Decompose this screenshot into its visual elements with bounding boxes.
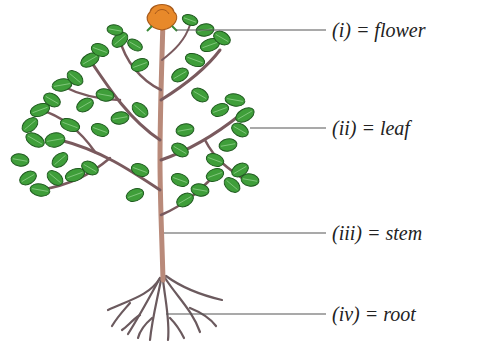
leaf-shape: [189, 85, 211, 104]
leaf-vein: [129, 42, 140, 48]
leaf-vein: [84, 164, 96, 171]
leaf-shape: [174, 190, 196, 209]
leaf-vein: [54, 84, 70, 87]
leaf-shape: [89, 41, 110, 58]
leaf-vein: [238, 111, 252, 119]
roots: [108, 276, 222, 340]
leaf-shape: [29, 182, 51, 197]
leaf-vein: [113, 117, 127, 120]
leaf-vein: [114, 35, 125, 44]
leaf-shape: [169, 65, 191, 84]
leaf-shape: [106, 24, 123, 37]
leaf-shape: [181, 13, 199, 28]
leaf-shape: [169, 140, 191, 159]
leaf-shape: [204, 166, 225, 183]
leaf-shape: [49, 150, 71, 171]
leaf-vein: [93, 128, 107, 133]
leaf-shape: [211, 28, 233, 47]
leaf-vein: [109, 29, 122, 31]
part-label: (iii) = stem: [332, 221, 422, 245]
leaf-vein: [208, 158, 222, 163]
leaf-shape: [129, 100, 151, 121]
leaf-vein: [174, 71, 186, 78]
leaf-vein: [178, 129, 192, 132]
leaf-shape: [59, 116, 82, 134]
leaf-shape: [233, 105, 256, 125]
leaf-shape: [95, 88, 115, 103]
leaf-vein: [47, 139, 63, 142]
leaf-shape: [44, 168, 66, 189]
leaf-vein: [83, 56, 97, 64]
leaf-vein: [32, 107, 47, 112]
leaf-shape: [17, 168, 39, 187]
leaf-vein: [173, 178, 187, 183]
leaf-vein: [193, 189, 207, 192]
leaf-vein: [22, 174, 34, 181]
leaf-vein: [133, 168, 147, 173]
part-label: (iv) = root: [332, 302, 416, 326]
leaf-vein: [46, 96, 58, 103]
leaf-vein: [133, 63, 147, 68]
leaf-vein: [202, 42, 217, 47]
leaf-vein: [134, 105, 145, 114]
leaf-vein: [13, 159, 27, 162]
leaf-vein: [208, 173, 222, 178]
leaf-shape: [184, 51, 207, 69]
leaf-shape: [218, 138, 238, 153]
leaf-vein: [79, 101, 91, 108]
leaf-shape: [175, 123, 195, 138]
leaf-vein: [213, 108, 227, 113]
leaf-vein: [62, 122, 77, 127]
leaf-shape: [240, 173, 260, 188]
leaf-shape: [89, 121, 110, 138]
leaf-shape: [204, 151, 225, 168]
leaf-vein: [179, 196, 191, 203]
leaf-vein: [184, 18, 196, 22]
leaf-vein: [234, 166, 246, 173]
leaf-vein: [32, 189, 48, 192]
leaf-shape: [79, 158, 101, 177]
leaf-shape: [10, 153, 30, 168]
leaf-shape: [169, 171, 190, 188]
leaf-vein: [187, 57, 202, 62]
leaf-shape: [126, 37, 145, 54]
leaf-vein: [49, 173, 60, 182]
leaves: [10, 13, 260, 210]
leaf-vein: [194, 91, 206, 98]
leaf-vein: [28, 136, 42, 144]
leaf-shape: [224, 92, 246, 107]
leaf-vein: [174, 146, 186, 153]
leaf-vein: [227, 99, 243, 102]
leaf-shape: [19, 115, 41, 136]
leaf-vein: [93, 48, 107, 53]
leaf-vein: [234, 126, 246, 133]
flower: [147, 5, 177, 32]
leaf-shape: [41, 90, 63, 109]
leaf-vein: [98, 94, 112, 97]
leaf-vein: [128, 193, 142, 198]
leaf-vein: [226, 180, 237, 189]
leaf-vein: [221, 144, 235, 147]
leaf-vein: [54, 155, 65, 164]
leaf-shape: [229, 120, 251, 139]
leaf-shape: [221, 175, 243, 196]
leaf-shape: [124, 186, 145, 203]
part-label: (ii) = leaf: [332, 116, 410, 140]
leaf-shape: [74, 95, 96, 114]
leaf-shape: [209, 101, 230, 118]
leaf-vein: [24, 120, 35, 129]
leaf-vein: [67, 172, 82, 177]
leaf-shape: [129, 161, 150, 178]
leaf-shape: [64, 68, 86, 89]
leaf-vein: [69, 73, 80, 82]
leaf-shape: [110, 111, 130, 126]
leaf-shape: [44, 131, 66, 148]
part-label: (i) = flower: [332, 18, 426, 42]
stem-branches: [40, 20, 245, 280]
leaf-vein: [243, 179, 257, 182]
leader-lines: [164, 30, 326, 314]
leaf-vein: [216, 34, 228, 41]
leaf-shape: [129, 56, 150, 73]
